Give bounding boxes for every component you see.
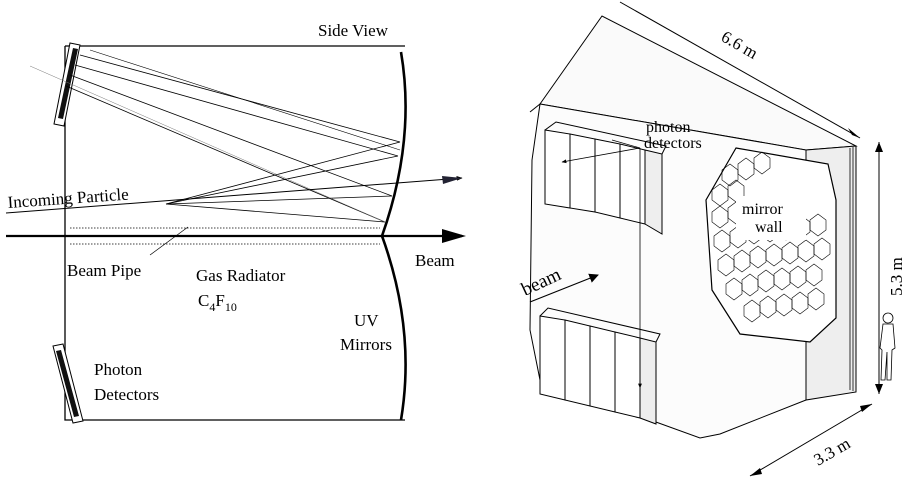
beam-pipe-pointer (149, 226, 189, 256)
detector-3d-view: 6.6 m 5.3 m 3.3 m (518, 1, 906, 477)
photon-detector-bottom (52, 343, 84, 424)
height-dimension-label: 5.3 m (887, 257, 906, 296)
side-view-label: Side View (318, 21, 389, 40)
detectors-3d-label: detectors (644, 135, 702, 152)
beam-pipe-lines (70, 227, 380, 245)
length-dimension-line (619, 1, 861, 139)
person-scale-figure (879, 312, 896, 381)
particle-arrow-head (442, 176, 462, 184)
photon-detector-pointers (561, 139, 642, 389)
depth-dimension-line (749, 403, 873, 477)
detectors-label: Detectors (94, 385, 159, 404)
gas-radiator-label: Gas Radiator (196, 266, 286, 285)
photon-detector-modules-top (544, 121, 667, 235)
side-view-diagram: Side View Incoming Particle Beam Beam Pi… (5, 21, 466, 424)
radiator-formula: C4F10 (198, 291, 237, 314)
photon-3d-label: photon (646, 119, 690, 136)
length-dimension-label: 6.6 m (718, 27, 761, 63)
mirrors-label: Mirrors (340, 335, 392, 354)
beam-arrow (529, 273, 599, 303)
uv-label: UV (354, 311, 379, 330)
photon-detector-top (53, 42, 81, 127)
photon-label: Photon (94, 360, 143, 379)
vessel-outline (64, 45, 405, 421)
wall-label: wall (755, 219, 783, 236)
cherenkov-rays (29, 49, 401, 223)
photon-detector-modules-bottom (539, 307, 661, 425)
incoming-particle-track (5, 176, 463, 214)
beam-label: Beam (415, 251, 455, 270)
mirror-wall (705, 147, 837, 343)
beam-pipe-label: Beam Pipe (67, 261, 141, 280)
depth-dimension-label: 3.3 m (811, 434, 854, 470)
beam-arrow-head (442, 229, 466, 243)
mirror-label: mirror (742, 201, 784, 218)
